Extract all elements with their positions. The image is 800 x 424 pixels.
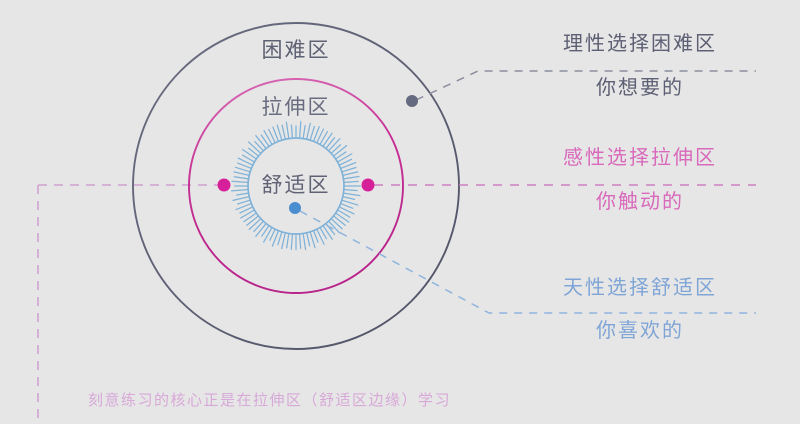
marker-hard-zone[interactable] (406, 95, 418, 107)
ring-comfort-zone (247, 137, 345, 235)
callout-stretch-zone: 感性选择拉伸区 你触动的 (563, 145, 717, 215)
ring-hard-zone (132, 22, 460, 350)
marker-comfort-zone[interactable] (289, 202, 301, 214)
zone-label-hard: 困难区 (261, 39, 331, 62)
leader-line-comfort (299, 210, 756, 314)
marker-stretch-right[interactable] (361, 178, 375, 192)
callout-hard-line1: 理性选择困难区 (563, 33, 717, 55)
callout-comfort-line2: 你喜欢的 (596, 320, 684, 342)
callout-stretch-line2: 你触动的 (596, 191, 684, 213)
callout-comfort-line1: 天性选择舒适区 (563, 277, 717, 299)
marker-stretch-left[interactable] (217, 178, 231, 192)
ring-stretch-zone (188, 78, 404, 294)
comfort-zone-spikes (230, 120, 361, 251)
footer-note: 刻意练习的核心正是在拉伸区（舒适区边缘）学习 (88, 392, 452, 409)
callout-comfort-zone: 天性选择舒适区 你喜欢的 (563, 275, 717, 344)
callout-hard-line2: 你想要的 (596, 77, 684, 99)
zone-label-stretch: 拉伸区 (261, 96, 331, 119)
zone-label-comfort: 舒适区 (261, 174, 331, 197)
callout-hard-zone: 理性选择困难区 你想要的 (563, 31, 717, 101)
callout-stretch-line1: 感性选择拉伸区 (563, 147, 717, 169)
left-guide-bracket (37, 184, 226, 424)
leader-line-hard (415, 70, 756, 101)
